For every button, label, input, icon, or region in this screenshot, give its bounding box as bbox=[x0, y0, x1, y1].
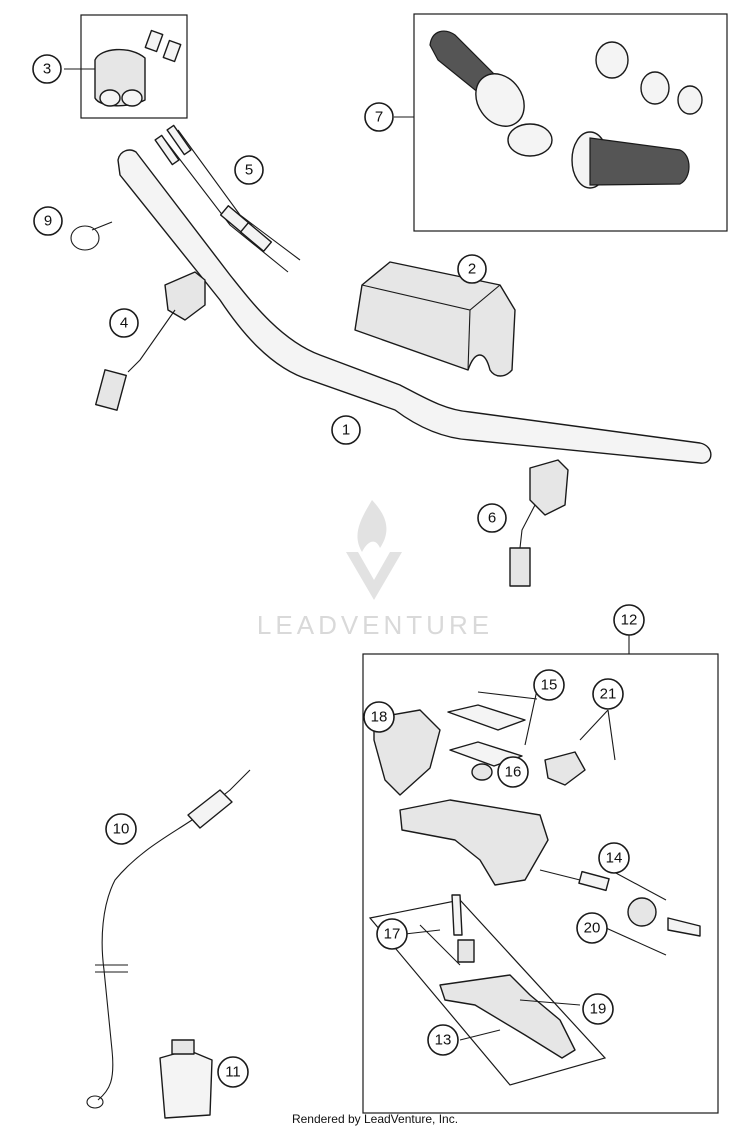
callout-16[interactable]: 16 bbox=[497, 756, 529, 788]
callout-3[interactable]: 3 bbox=[32, 54, 62, 84]
part-9-cable-tie[interactable] bbox=[70, 221, 113, 251]
watermark-text: LEADVENTURE bbox=[257, 610, 493, 640]
part-7-grips[interactable] bbox=[394, 13, 728, 232]
watermark: LEADVENTURE bbox=[257, 500, 493, 640]
callout-13[interactable]: 13 bbox=[427, 1024, 459, 1056]
callout-17[interactable]: 17 bbox=[376, 918, 408, 950]
callout-11[interactable]: 11 bbox=[217, 1056, 249, 1088]
svg-text:4: 4 bbox=[120, 315, 128, 332]
svg-text:18: 18 bbox=[371, 709, 388, 726]
callout-12[interactable]: 12 bbox=[613, 604, 645, 636]
part-4-left-switch[interactable] bbox=[95, 271, 206, 411]
part-11-fluid-bottle[interactable] bbox=[159, 1039, 213, 1119]
part-7-box bbox=[413, 13, 728, 232]
callout-7[interactable]: 7 bbox=[364, 102, 394, 132]
svg-text:21: 21 bbox=[600, 686, 617, 703]
watermark-flame-icon bbox=[357, 500, 387, 552]
watermark-v-icon bbox=[346, 552, 402, 600]
callout-21[interactable]: 21 bbox=[592, 678, 624, 710]
callout-10[interactable]: 10 bbox=[105, 813, 137, 845]
svg-text:11: 11 bbox=[225, 1064, 241, 1081]
part-5-throttle-cables[interactable] bbox=[154, 124, 301, 273]
callout-4[interactable]: 4 bbox=[109, 308, 139, 338]
svg-text:19: 19 bbox=[590, 1001, 607, 1018]
callout-5[interactable]: 5 bbox=[234, 155, 264, 185]
svg-text:10: 10 bbox=[113, 821, 130, 838]
svg-text:2: 2 bbox=[468, 261, 476, 278]
part-1-handlebar[interactable] bbox=[117, 149, 712, 464]
svg-text:5: 5 bbox=[245, 162, 253, 179]
callout-9[interactable]: 9 bbox=[33, 206, 63, 236]
svg-text:6: 6 bbox=[488, 510, 496, 527]
callout-19[interactable]: 19 bbox=[582, 993, 614, 1025]
callout-15[interactable]: 15 bbox=[533, 669, 565, 701]
svg-text:13: 13 bbox=[435, 1032, 452, 1049]
callout-14[interactable]: 14 bbox=[598, 842, 630, 874]
callout-20[interactable]: 20 bbox=[576, 912, 608, 944]
part-10-cable[interactable] bbox=[86, 769, 251, 1109]
part-6-right-switch[interactable] bbox=[509, 459, 569, 587]
callout-6[interactable]: 6 bbox=[477, 503, 507, 533]
svg-text:17: 17 bbox=[384, 926, 401, 943]
svg-text:16: 16 bbox=[505, 764, 522, 781]
svg-text:7: 7 bbox=[375, 109, 383, 126]
callout-2[interactable]: 2 bbox=[457, 254, 487, 284]
svg-text:14: 14 bbox=[606, 850, 623, 867]
part-12-brake-assembly[interactable] bbox=[362, 634, 719, 1114]
part-3-throttle-housing[interactable] bbox=[64, 14, 188, 119]
svg-text:9: 9 bbox=[44, 213, 52, 230]
footer-credit: Rendered by LeadVenture, Inc. bbox=[292, 1112, 458, 1126]
part-3-box bbox=[80, 14, 188, 119]
callout-18[interactable]: 18 bbox=[363, 701, 395, 733]
callout-1[interactable]: 1 bbox=[331, 415, 361, 445]
svg-text:20: 20 bbox=[584, 920, 601, 937]
svg-text:12: 12 bbox=[621, 612, 638, 629]
svg-text:15: 15 bbox=[541, 677, 558, 694]
part-2-bar-pad[interactable] bbox=[354, 261, 516, 377]
svg-text:1: 1 bbox=[342, 422, 350, 439]
svg-text:3: 3 bbox=[43, 61, 51, 78]
part-12-box bbox=[362, 653, 719, 1114]
